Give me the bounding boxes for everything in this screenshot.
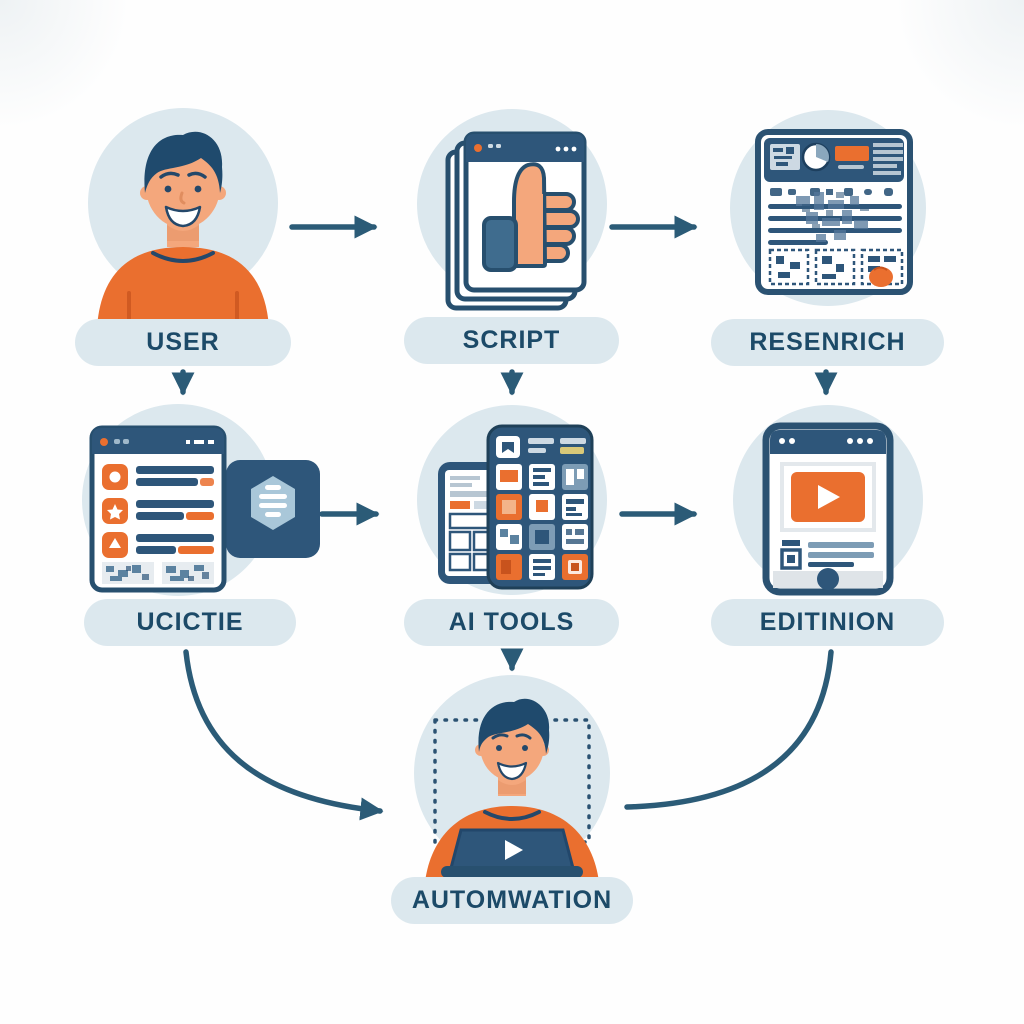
node-edition <box>718 392 938 629</box>
person-avatar-icon <box>88 108 278 327</box>
arrow-interface-to-automation-curve <box>183 649 384 821</box>
smartphone-app-grid-icon <box>417 405 607 595</box>
arrow-edition-to-automation-curve <box>624 649 834 810</box>
label-user: USER <box>75 319 291 366</box>
label-automation: AUTOMWATION <box>391 877 633 924</box>
label-ai-tools: AI TOOLS <box>404 599 619 646</box>
person-at-laptop-icon <box>414 675 610 882</box>
node-research <box>718 96 938 333</box>
label-research: RESENRICH <box>711 319 944 366</box>
stacked-pages-thumbs-up-icon <box>417 109 607 311</box>
research-document-icon <box>730 110 926 306</box>
node-ai-tools <box>402 390 622 627</box>
tablet-video-player-icon <box>733 405 923 596</box>
browser-checklist-icon <box>82 404 320 596</box>
node-automation <box>395 668 629 887</box>
node-user <box>73 95 293 332</box>
label-edition: EDITINION <box>711 599 944 646</box>
node-interface <box>58 390 322 627</box>
node-script <box>402 94 622 331</box>
label-script: SCRIPT <box>404 317 619 364</box>
label-interface: UCICTIE <box>84 599 296 646</box>
